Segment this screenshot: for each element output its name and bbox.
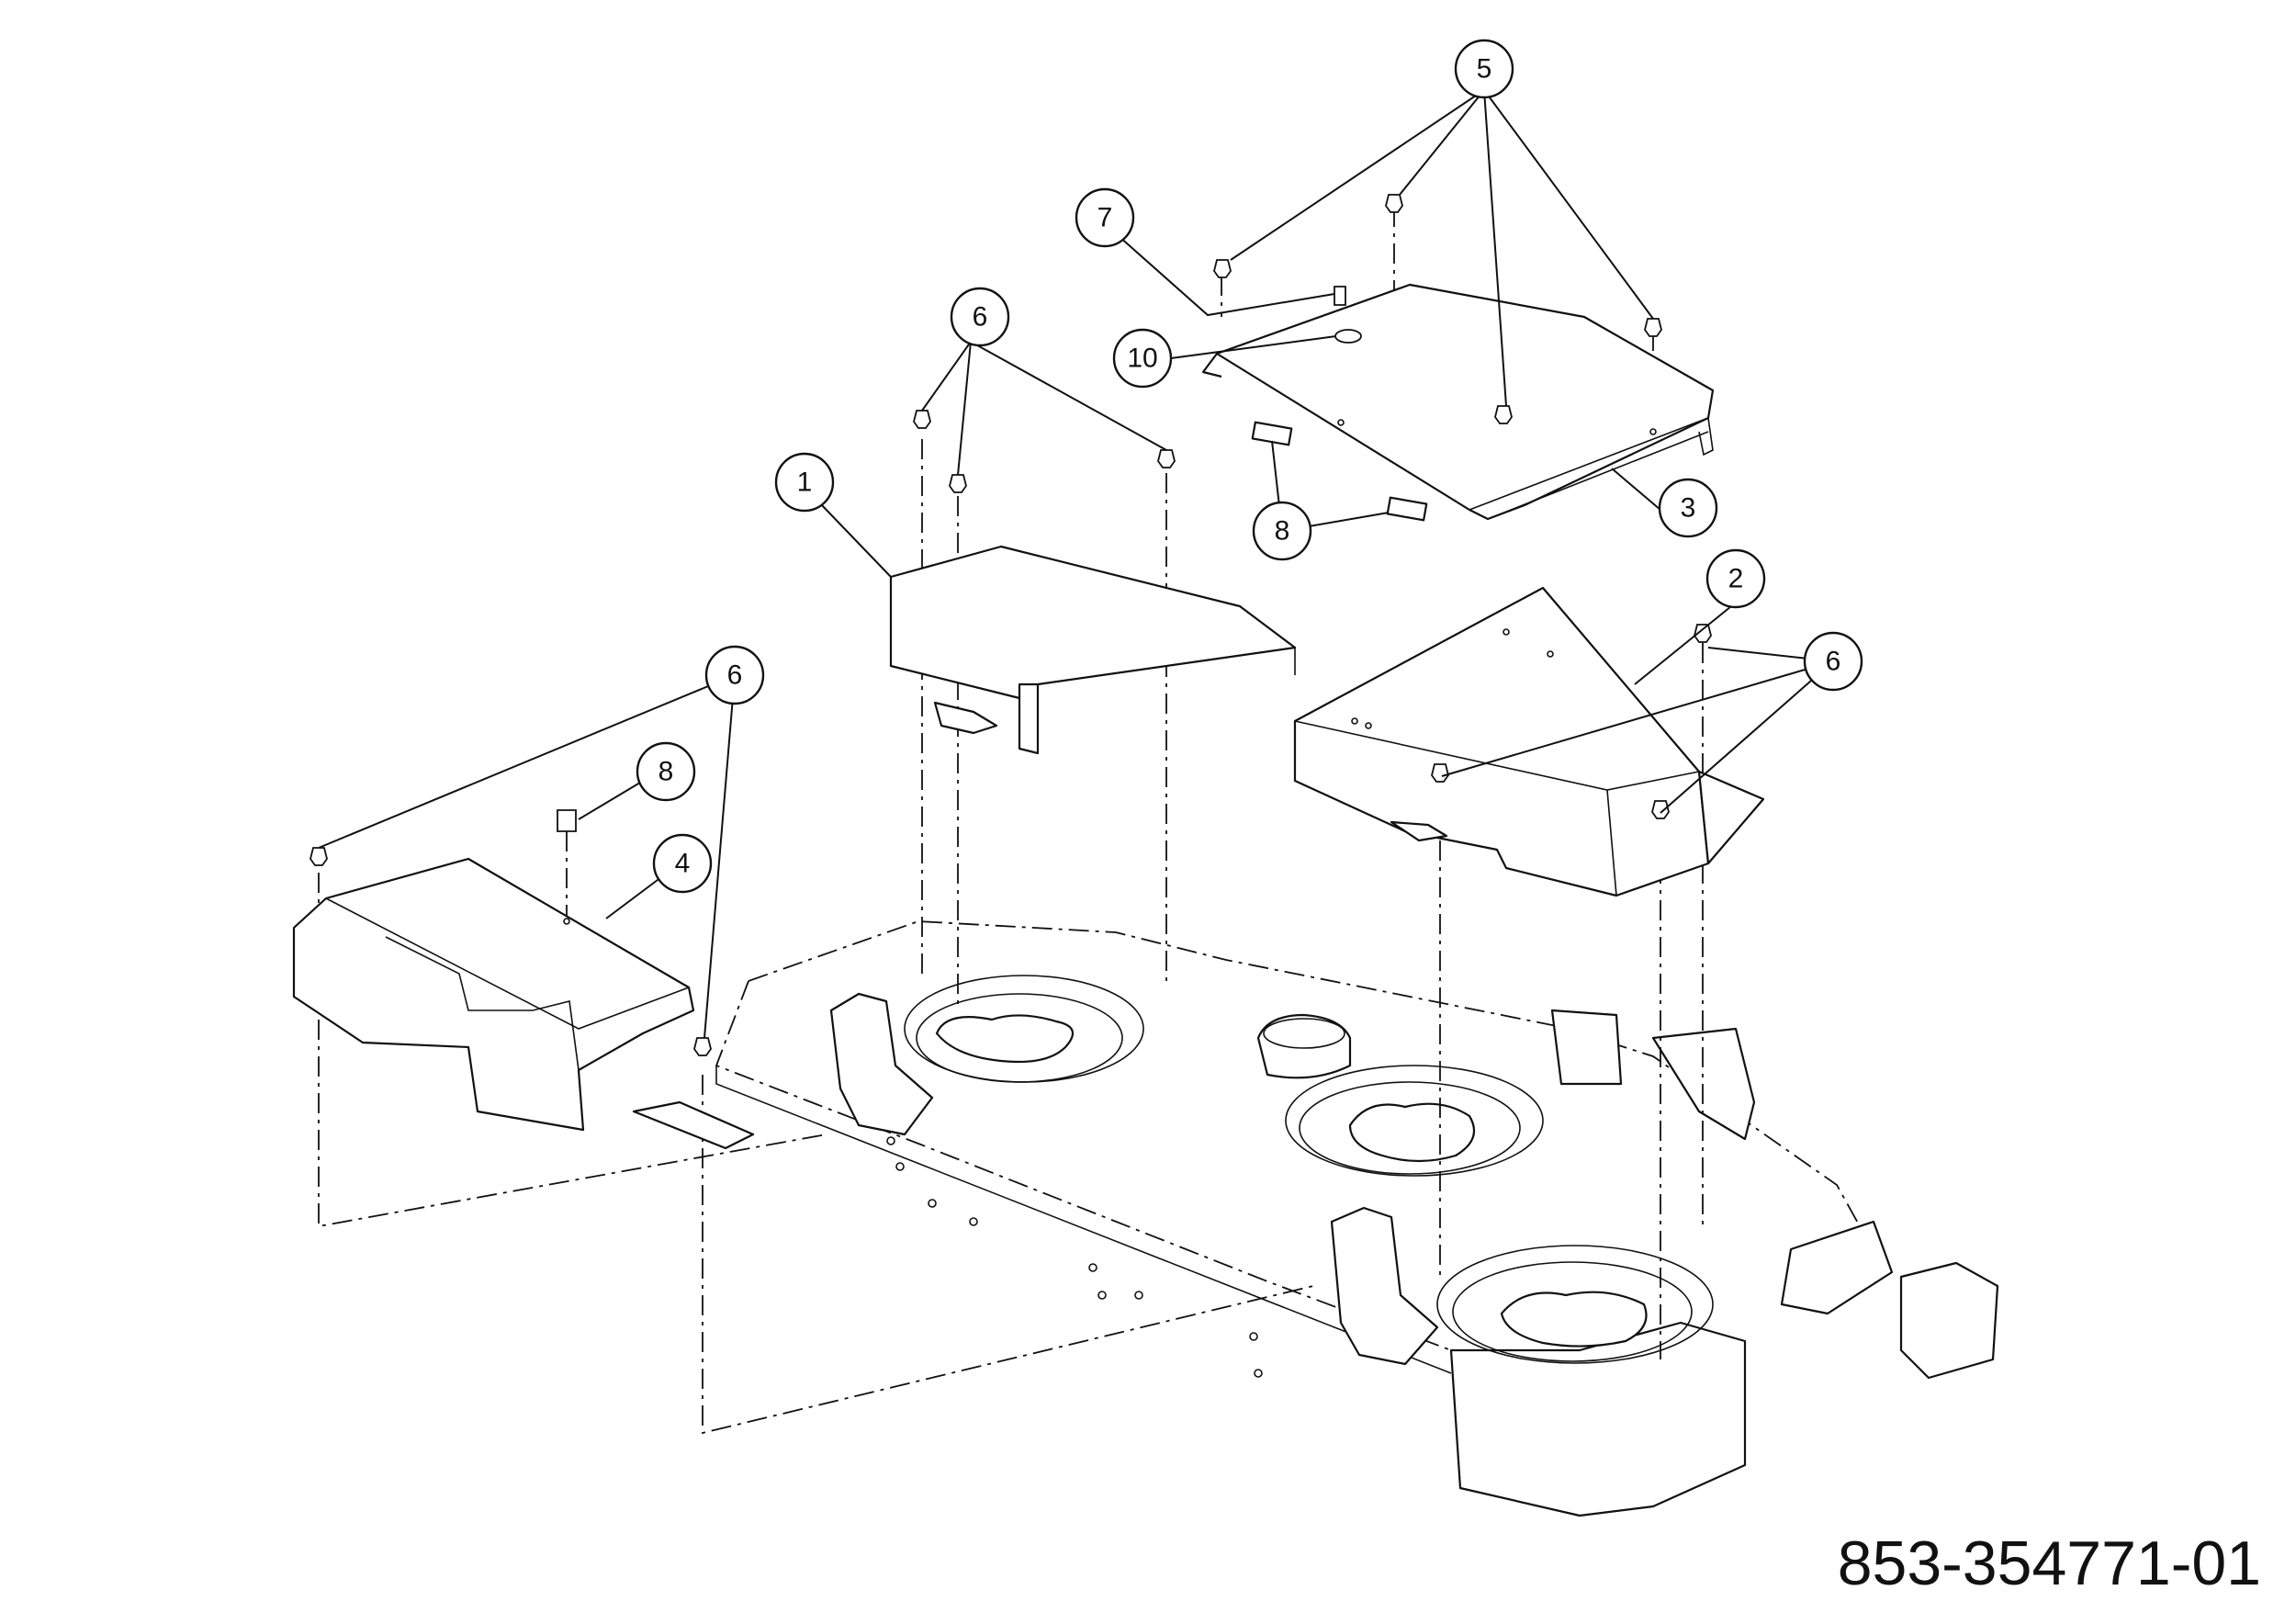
spindle-pulley-middle xyxy=(1256,1013,1544,1177)
svg-text:2: 2 xyxy=(1728,564,1744,594)
callout-7: 7 xyxy=(1075,187,1135,248)
callout-8-left: 8 xyxy=(636,741,696,802)
svg-text:8: 8 xyxy=(658,757,674,787)
bolt-icon xyxy=(1494,405,1513,424)
svg-text:1: 1 xyxy=(797,468,813,498)
washer-icon xyxy=(1334,329,1362,344)
spindle-pulley-right xyxy=(1436,1245,1714,1364)
svg-text:3: 3 xyxy=(1681,493,1696,524)
bolt-icon xyxy=(913,410,931,429)
bolt-icon xyxy=(1431,763,1449,783)
svg-text:8: 8 xyxy=(1275,516,1290,547)
callout-6-top: 6 xyxy=(950,287,1010,347)
cover-part-3 xyxy=(1201,283,1715,522)
svg-text:6: 6 xyxy=(727,660,743,691)
bolt-icon xyxy=(1334,286,1346,306)
mower-deck xyxy=(715,920,1999,1517)
drawing-number: 853-354771-01 xyxy=(1838,1528,2261,1598)
svg-text:5: 5 xyxy=(1477,54,1492,85)
bolt-icon xyxy=(1651,800,1670,819)
callout-4: 4 xyxy=(652,833,713,894)
bolt-icon xyxy=(1644,318,1662,337)
leader-lines xyxy=(318,89,1834,1039)
callout-2: 2 xyxy=(1705,548,1766,609)
svg-text:6: 6 xyxy=(973,302,988,333)
cover-part-4 xyxy=(292,857,755,1150)
bolt-icon xyxy=(1157,449,1176,468)
callout-6-left: 6 xyxy=(704,645,765,705)
svg-text:4: 4 xyxy=(675,849,691,879)
deck-side-holes xyxy=(886,1136,1263,1378)
fasteners xyxy=(310,194,1712,1056)
clip-nut-icon xyxy=(557,809,577,832)
bolt-icon xyxy=(1385,194,1403,213)
spindle-pulley-left xyxy=(904,975,1144,1083)
svg-text:6: 6 xyxy=(1826,647,1841,677)
deck-brackets xyxy=(829,992,1999,1380)
callout-10: 10 xyxy=(1112,328,1173,389)
bolt-icon xyxy=(310,847,328,866)
cover-part-2 xyxy=(1293,586,1765,897)
bolt-icon xyxy=(693,1037,712,1056)
callout-1: 1 xyxy=(774,452,835,513)
bolt-icon xyxy=(1213,259,1232,278)
cover-part-1 xyxy=(889,545,1297,755)
callout-5: 5 xyxy=(1454,39,1514,99)
callout-8-top: 8 xyxy=(1252,501,1312,561)
bolt-icon xyxy=(949,474,967,493)
svg-text:10: 10 xyxy=(1127,344,1157,374)
callout-6-right: 6 xyxy=(1803,631,1863,692)
svg-text:7: 7 xyxy=(1097,203,1113,233)
callout-3: 3 xyxy=(1658,478,1718,538)
